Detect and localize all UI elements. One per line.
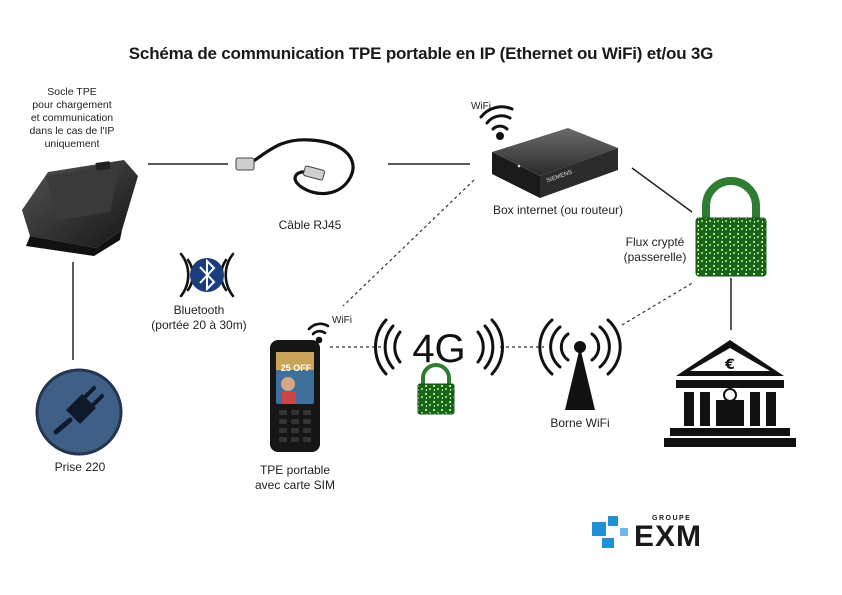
box-label: Box internet (ou routeur) <box>492 203 624 217</box>
link-box-tpe <box>342 179 475 307</box>
box-wifi-label: WiFi <box>471 101 491 112</box>
bluetooth-label: Bluetooth (portée 20 à 30m) <box>151 303 247 332</box>
borne-label: Borne WiFi <box>550 416 610 430</box>
network-lock-icon <box>417 363 455 415</box>
flux-lock-icon <box>695 177 767 277</box>
prise-plug-icon <box>35 368 123 456</box>
exm-logo-mark <box>592 516 628 548</box>
socle-dock-image <box>22 160 138 256</box>
rj45-cable-image <box>235 138 355 196</box>
box-wifi-icon <box>479 105 514 140</box>
socle-label-text: Socle TPE pour chargement et communicati… <box>29 86 115 150</box>
tpe-wifi-icon <box>307 322 330 344</box>
tpe-wifi-label: WiFi <box>332 315 352 326</box>
socle-label: Socle TPE pour chargement et communicati… <box>2 86 142 151</box>
link-borne-lock <box>621 281 695 326</box>
network-signal-waves <box>374 318 504 376</box>
tpe-terminal-image <box>270 340 320 452</box>
prise-label: Prise 220 <box>54 460 106 474</box>
flux-label: Flux crypté (passerelle) <box>623 235 687 264</box>
diagram-title: Schéma de communication TPE portable en … <box>128 44 714 63</box>
tpe-screen-text: 25 OFF <box>281 363 312 373</box>
connector-box-lock <box>631 167 693 213</box>
borne-wifi-antenna-icon <box>538 318 622 410</box>
bank-euro-symbol: € <box>724 357 735 373</box>
logo-brand-text: EXM <box>634 520 703 553</box>
tpe-label: TPE portable avec carte SIM <box>254 463 336 492</box>
cable-label: Câble RJ45 <box>278 218 342 232</box>
bluetooth-icon <box>179 252 235 298</box>
bank-icon <box>664 340 796 447</box>
logo-group-text: GROUPE <box>652 515 692 522</box>
box-internet-image <box>492 128 618 198</box>
